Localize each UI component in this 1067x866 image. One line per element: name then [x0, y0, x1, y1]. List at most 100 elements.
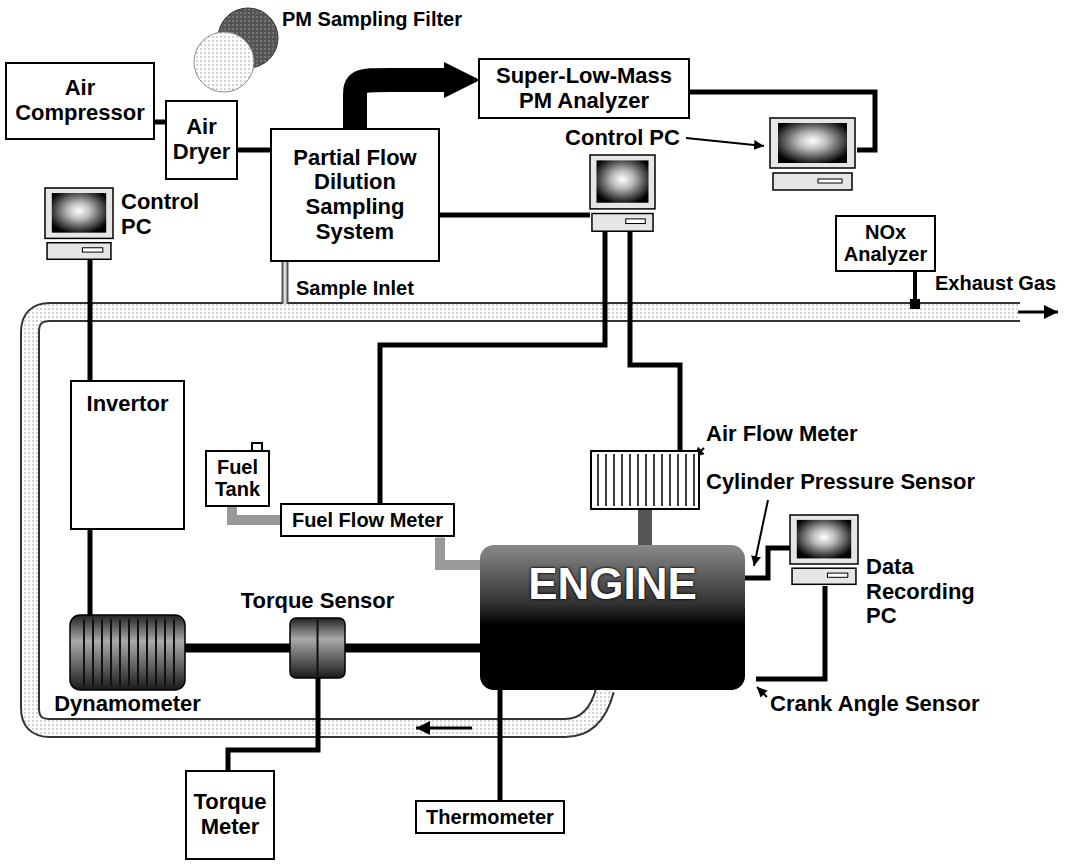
- sensor-body: [290, 618, 345, 678]
- pc-base: [773, 173, 852, 190]
- connector: [228, 678, 318, 770]
- monitor: [590, 155, 655, 209]
- connector: [155, 120, 165, 125]
- part-label: PM Sampling Filter: [282, 8, 462, 30]
- grille-bar: [629, 454, 631, 506]
- computer-icon-outline: [790, 515, 858, 585]
- grille-bar: [637, 454, 639, 506]
- computer-icon: Data Recording PC: [790, 515, 858, 585]
- equipment-box: Invertor: [70, 380, 185, 530]
- meter-box: Torque Meter: [185, 770, 275, 860]
- nox-probe: [910, 299, 920, 309]
- cooling-rib: [173, 619, 175, 686]
- monitor: [45, 188, 113, 238]
- node-label: Control PC: [121, 190, 199, 239]
- exhaust-flow-arrow: [416, 727, 472, 730]
- connector: [440, 537, 480, 565]
- analyzer-box: Super-Low-Mass PM Analyzer: [478, 58, 690, 119]
- node-label: NOx Analyzer: [842, 221, 929, 266]
- grille-bar: [677, 454, 679, 506]
- node-label: Control PC: [565, 126, 680, 151]
- exhaust-pipe-wall: [30, 312, 1020, 728]
- connector: [745, 548, 790, 578]
- pm-filter-clean: [194, 32, 254, 92]
- node-label: ENGINE: [528, 559, 697, 608]
- cooling-rib: [164, 619, 166, 686]
- equipment-box: Air Dryer: [165, 100, 238, 180]
- grille-bar: [613, 454, 615, 506]
- exhaust-flow-arrow: [1018, 311, 1058, 314]
- connector: [88, 530, 93, 615]
- connector: [185, 644, 290, 653]
- equipment-box: Air Compressor: [5, 62, 155, 140]
- node-label: Data Recording PC: [866, 555, 975, 629]
- dynamometer-body: [70, 615, 185, 690]
- air-flow-meter-outline: [590, 450, 700, 510]
- grille-bar: [645, 454, 647, 506]
- pc-base: [792, 568, 856, 584]
- grille-bar: [621, 454, 623, 506]
- node-label: Super-Low-Mass PM Analyzer: [485, 64, 683, 113]
- node-label: Partial Flow Dilution Sampling System: [277, 146, 433, 245]
- node-label: Air Compressor: [12, 76, 148, 125]
- connector: [380, 232, 605, 503]
- cooling-rib: [128, 619, 130, 686]
- sensor-band: [317, 620, 319, 676]
- connector: [232, 507, 280, 520]
- part-label: Sample Inlet: [296, 277, 414, 299]
- cooling-rib: [101, 619, 103, 686]
- torque-sensor-outline: [290, 618, 345, 678]
- nox-probe-wire: [913, 270, 917, 300]
- equipment-box: Partial Flow Dilution Sampling System: [270, 128, 440, 262]
- cooling-rib: [92, 619, 94, 686]
- sample-tube-bore: [284, 262, 287, 304]
- dynamometer-outline: [70, 615, 185, 690]
- node-label: Invertor: [87, 392, 169, 417]
- torque-sensor: Torque Sensor: [290, 618, 345, 678]
- connector: [498, 690, 503, 800]
- drive-slot: [626, 219, 646, 224]
- engine-block: ENGINE: [480, 545, 745, 690]
- node-label: Torque Sensor: [241, 589, 395, 614]
- cooling-rib: [137, 619, 139, 686]
- tank-box: Fuel Tank: [205, 450, 270, 507]
- leader-line: [757, 687, 767, 697]
- computer-icon-outline: [45, 188, 113, 260]
- node-label: Fuel Flow Meter: [292, 509, 443, 531]
- connector: [238, 148, 270, 153]
- connector: [638, 510, 652, 545]
- meter-box: Thermometer: [415, 800, 565, 834]
- grille-bar: [661, 454, 663, 506]
- cooling-rib: [146, 619, 148, 686]
- node-label: Thermometer: [426, 806, 554, 828]
- screen: [597, 160, 649, 202]
- computer-icon: Control PC: [45, 188, 113, 260]
- exhaust-pipe: [30, 312, 1020, 728]
- computer-icon: Control PC: [590, 155, 655, 232]
- analyzer-box: NOx Analyzer: [835, 215, 936, 272]
- leader-line: [686, 138, 764, 146]
- node-label: Air Flow Meter: [706, 422, 858, 447]
- monitor: [770, 118, 855, 168]
- pc-base: [47, 243, 111, 260]
- part-label: Exhaust Gas: [935, 272, 1056, 294]
- grille-bar: [597, 454, 599, 506]
- connector: [355, 80, 444, 128]
- screen: [778, 123, 847, 163]
- grille-bar: [685, 454, 687, 506]
- cooling-rib: [110, 619, 112, 686]
- node-label: Torque Meter: [192, 790, 268, 839]
- monitor: [790, 515, 858, 564]
- connector: [630, 232, 680, 450]
- dynamometer: Dynamometer: [70, 615, 185, 690]
- air-flow-meter: Air Flow Meter: [590, 450, 700, 510]
- cooling-rib: [83, 619, 85, 686]
- grille-bar: [693, 454, 695, 506]
- screen: [52, 193, 106, 233]
- meter-box: Fuel Flow Meter: [280, 503, 455, 537]
- meter-housing: [591, 451, 699, 509]
- drive-slot: [818, 179, 842, 183]
- computer-icon-outline: [590, 155, 655, 232]
- sample-tube: [282, 262, 289, 304]
